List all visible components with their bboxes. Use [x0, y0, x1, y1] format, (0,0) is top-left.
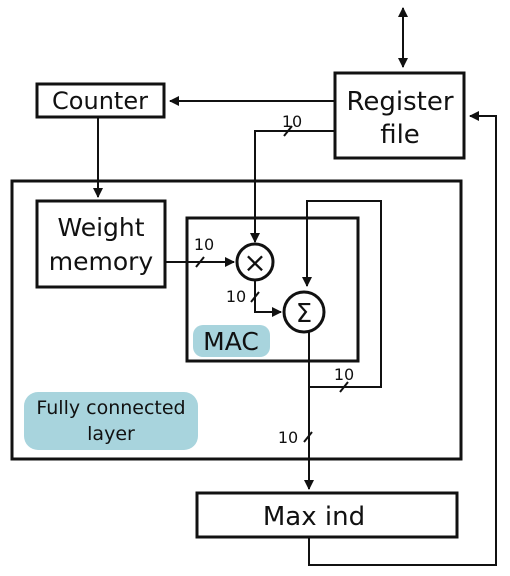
weight-memory-label-line1: Weight: [57, 213, 144, 242]
bus-tick-register: [283, 125, 293, 137]
bus-tick-feedback: [339, 381, 349, 393]
bus-width-mult: 10: [226, 287, 246, 306]
bus-width-weight: 10: [194, 235, 214, 254]
register-file-label-line1: Register: [346, 87, 453, 117]
register-to-mult-arrow: [250, 130, 335, 243]
register-file-box: [333, 71, 466, 160]
accumulator-feedback-arrow: [302, 200, 382, 388]
fully-connected-label-bg: [24, 392, 198, 450]
max-ind-box: [195, 491, 459, 539]
bus-tick-mult: [250, 291, 260, 303]
max-ind-label: Max ind: [263, 502, 365, 532]
summation-symbol: Σ: [296, 299, 312, 329]
bus-width-register: 10: [282, 112, 302, 131]
weight-memory-label-line2: memory: [49, 247, 154, 276]
mult-to-sum-arrow: [254, 280, 282, 317]
summation-node: [282, 290, 326, 334]
counter-box: [35, 82, 166, 119]
bus-tick-weight: [195, 256, 205, 268]
fully-connected-label-line2: layer: [87, 423, 135, 445]
bus-tick-layer: [303, 431, 313, 443]
mac-label-bg: [193, 325, 270, 357]
bus-width-feedback: 10: [334, 365, 354, 384]
maxind-to-register-arrow: [308, 111, 497, 566]
fully-connected-label-line1: Fully connected: [36, 397, 185, 419]
counter-label: Counter: [52, 87, 148, 115]
multiplier-symbol: ×: [243, 246, 266, 279]
bus-width-layer: 10: [278, 428, 298, 447]
mac-label: MAC: [203, 327, 259, 356]
weight-memory-box: [35, 199, 167, 289]
register-file-label-line2: file: [380, 120, 420, 150]
